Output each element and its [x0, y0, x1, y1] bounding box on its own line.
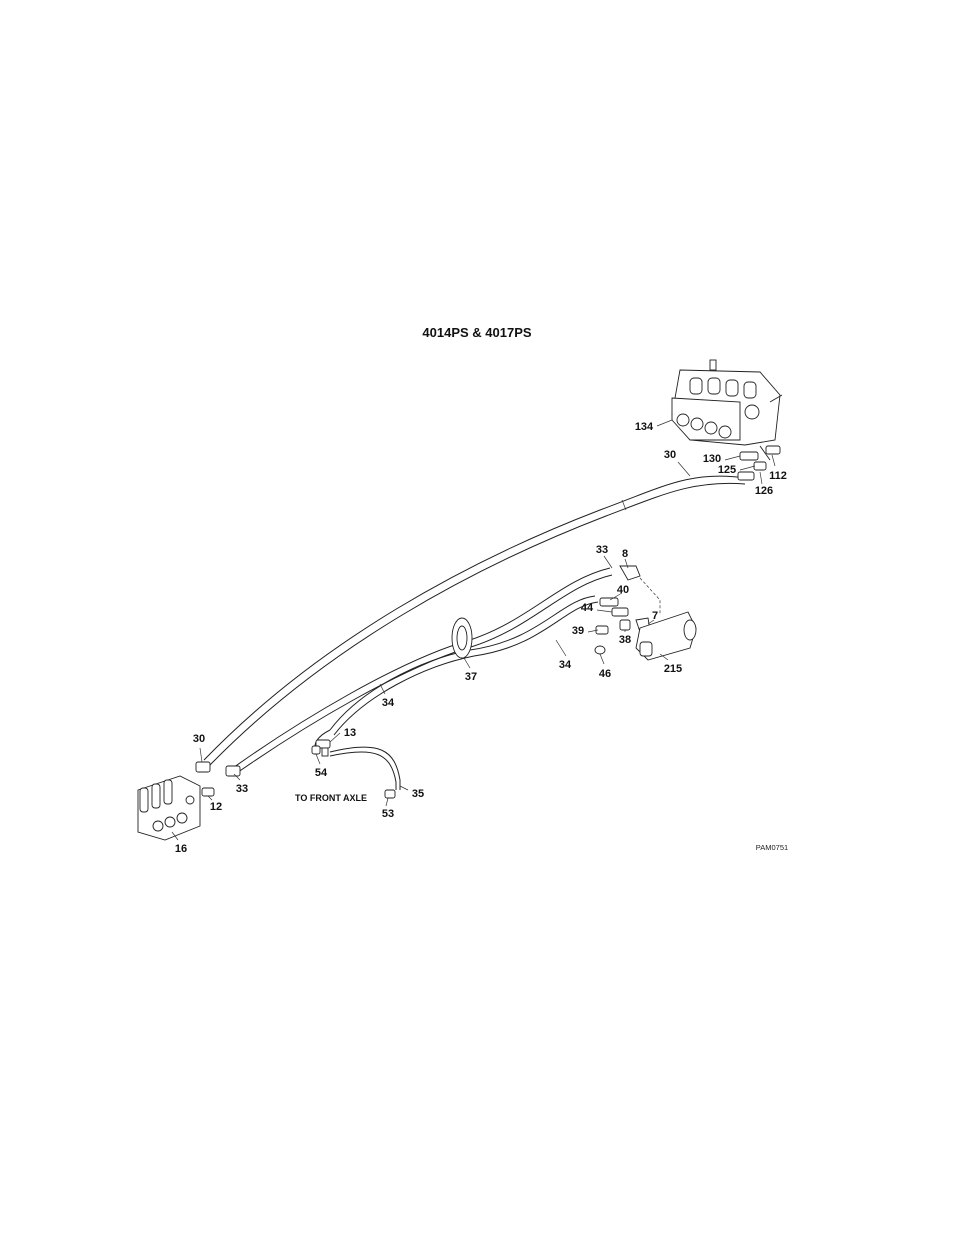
- callout-30-top: 30: [664, 449, 676, 461]
- fitting-12: [202, 788, 214, 796]
- fitting-53: [385, 790, 395, 798]
- control-valve-134: [672, 360, 782, 445]
- callout-134: 134: [635, 421, 654, 433]
- callout-39: 39: [572, 625, 584, 637]
- callout-33-top: 33: [596, 544, 608, 556]
- cap-46: [595, 646, 605, 654]
- fitting-44: [612, 608, 628, 616]
- callout-46: 46: [599, 668, 611, 680]
- hose-34-lower: [315, 596, 598, 752]
- fitting-125-126: [738, 462, 766, 480]
- note-to-front-axle: TO FRONT AXLE: [295, 793, 367, 803]
- fitting-112: [760, 446, 780, 460]
- callout-53: 53: [382, 808, 394, 820]
- hose-33-upper: [230, 568, 612, 775]
- callout-40: 40: [617, 584, 629, 596]
- fitting-54: [312, 746, 320, 754]
- callout-215: 215: [664, 663, 682, 675]
- callout-54: 54: [315, 767, 328, 779]
- diagram-title: 4014PS & 4017PS: [422, 325, 531, 340]
- callout-126: 126: [755, 485, 773, 497]
- callout-16: 16: [175, 843, 187, 855]
- callout-8: 8: [622, 548, 628, 560]
- callout-125: 125: [718, 464, 736, 476]
- control-valve-16: [138, 776, 200, 840]
- fitting-33-end: [226, 766, 240, 776]
- callout-33-left: 33: [236, 783, 248, 795]
- callout-38: 38: [619, 634, 631, 646]
- callout-112: 112: [769, 470, 787, 482]
- fitting-38: [620, 620, 630, 630]
- callout-12: 12: [210, 801, 222, 813]
- callout-13: 13: [344, 727, 356, 739]
- callout-7: 7: [652, 610, 658, 622]
- callout-44: 44: [581, 602, 594, 614]
- figure-id: PAM0751: [756, 843, 788, 852]
- callout-34-left: 34: [382, 697, 395, 709]
- elbow-8: [620, 566, 640, 580]
- fitting-30-end: [196, 762, 210, 772]
- callout-34-right: 34: [559, 659, 572, 671]
- fitting-130: [740, 452, 758, 460]
- fitting-40: [600, 598, 618, 606]
- tube-35: [330, 747, 400, 790]
- callout-37: 37: [465, 671, 477, 683]
- grommet-37: [452, 618, 472, 658]
- callout-35: 35: [412, 788, 424, 800]
- callout-30-left: 30: [193, 733, 205, 745]
